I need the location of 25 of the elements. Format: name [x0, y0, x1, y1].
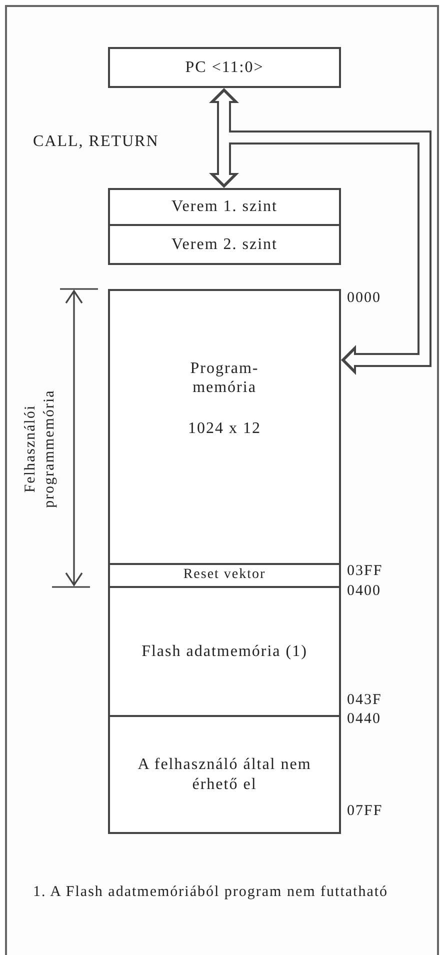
block-label: Program- memória: [189, 359, 260, 398]
address-label: 043F: [347, 692, 382, 709]
block-label: Verem 2. szint: [170, 234, 278, 254]
hollow-arrow: [209, 88, 239, 188]
block-label: PC <11:0>: [184, 58, 265, 78]
footnote: 1. A Flash adatmemóriából program nem futtatható: [33, 883, 390, 901]
block-label: A felhasználó által nem érhető el: [136, 755, 312, 794]
block-label: 1024 x 12: [187, 419, 262, 439]
dimension-label: Felhasználói programmemória: [21, 388, 58, 510]
memory-block: [108, 586, 341, 717]
block-label: Flash adatmemória (1): [140, 642, 308, 662]
address-label: 0440: [347, 711, 381, 728]
memory-block: [108, 563, 341, 588]
block-label: Reset vektor: [182, 567, 267, 584]
memory-block: [108, 47, 341, 88]
address-label: 07FF: [347, 803, 383, 820]
memory-block: [108, 715, 341, 834]
block-label: Verem 1. szint: [170, 197, 278, 217]
memory-block: [108, 188, 341, 226]
memory-block: [108, 289, 341, 565]
address-label: 0400: [347, 583, 381, 600]
address-label: 0000: [347, 290, 381, 307]
memory-block: [108, 224, 341, 265]
edge-label: CALL, RETURN: [33, 133, 159, 151]
address-label: 03FF: [347, 563, 383, 580]
